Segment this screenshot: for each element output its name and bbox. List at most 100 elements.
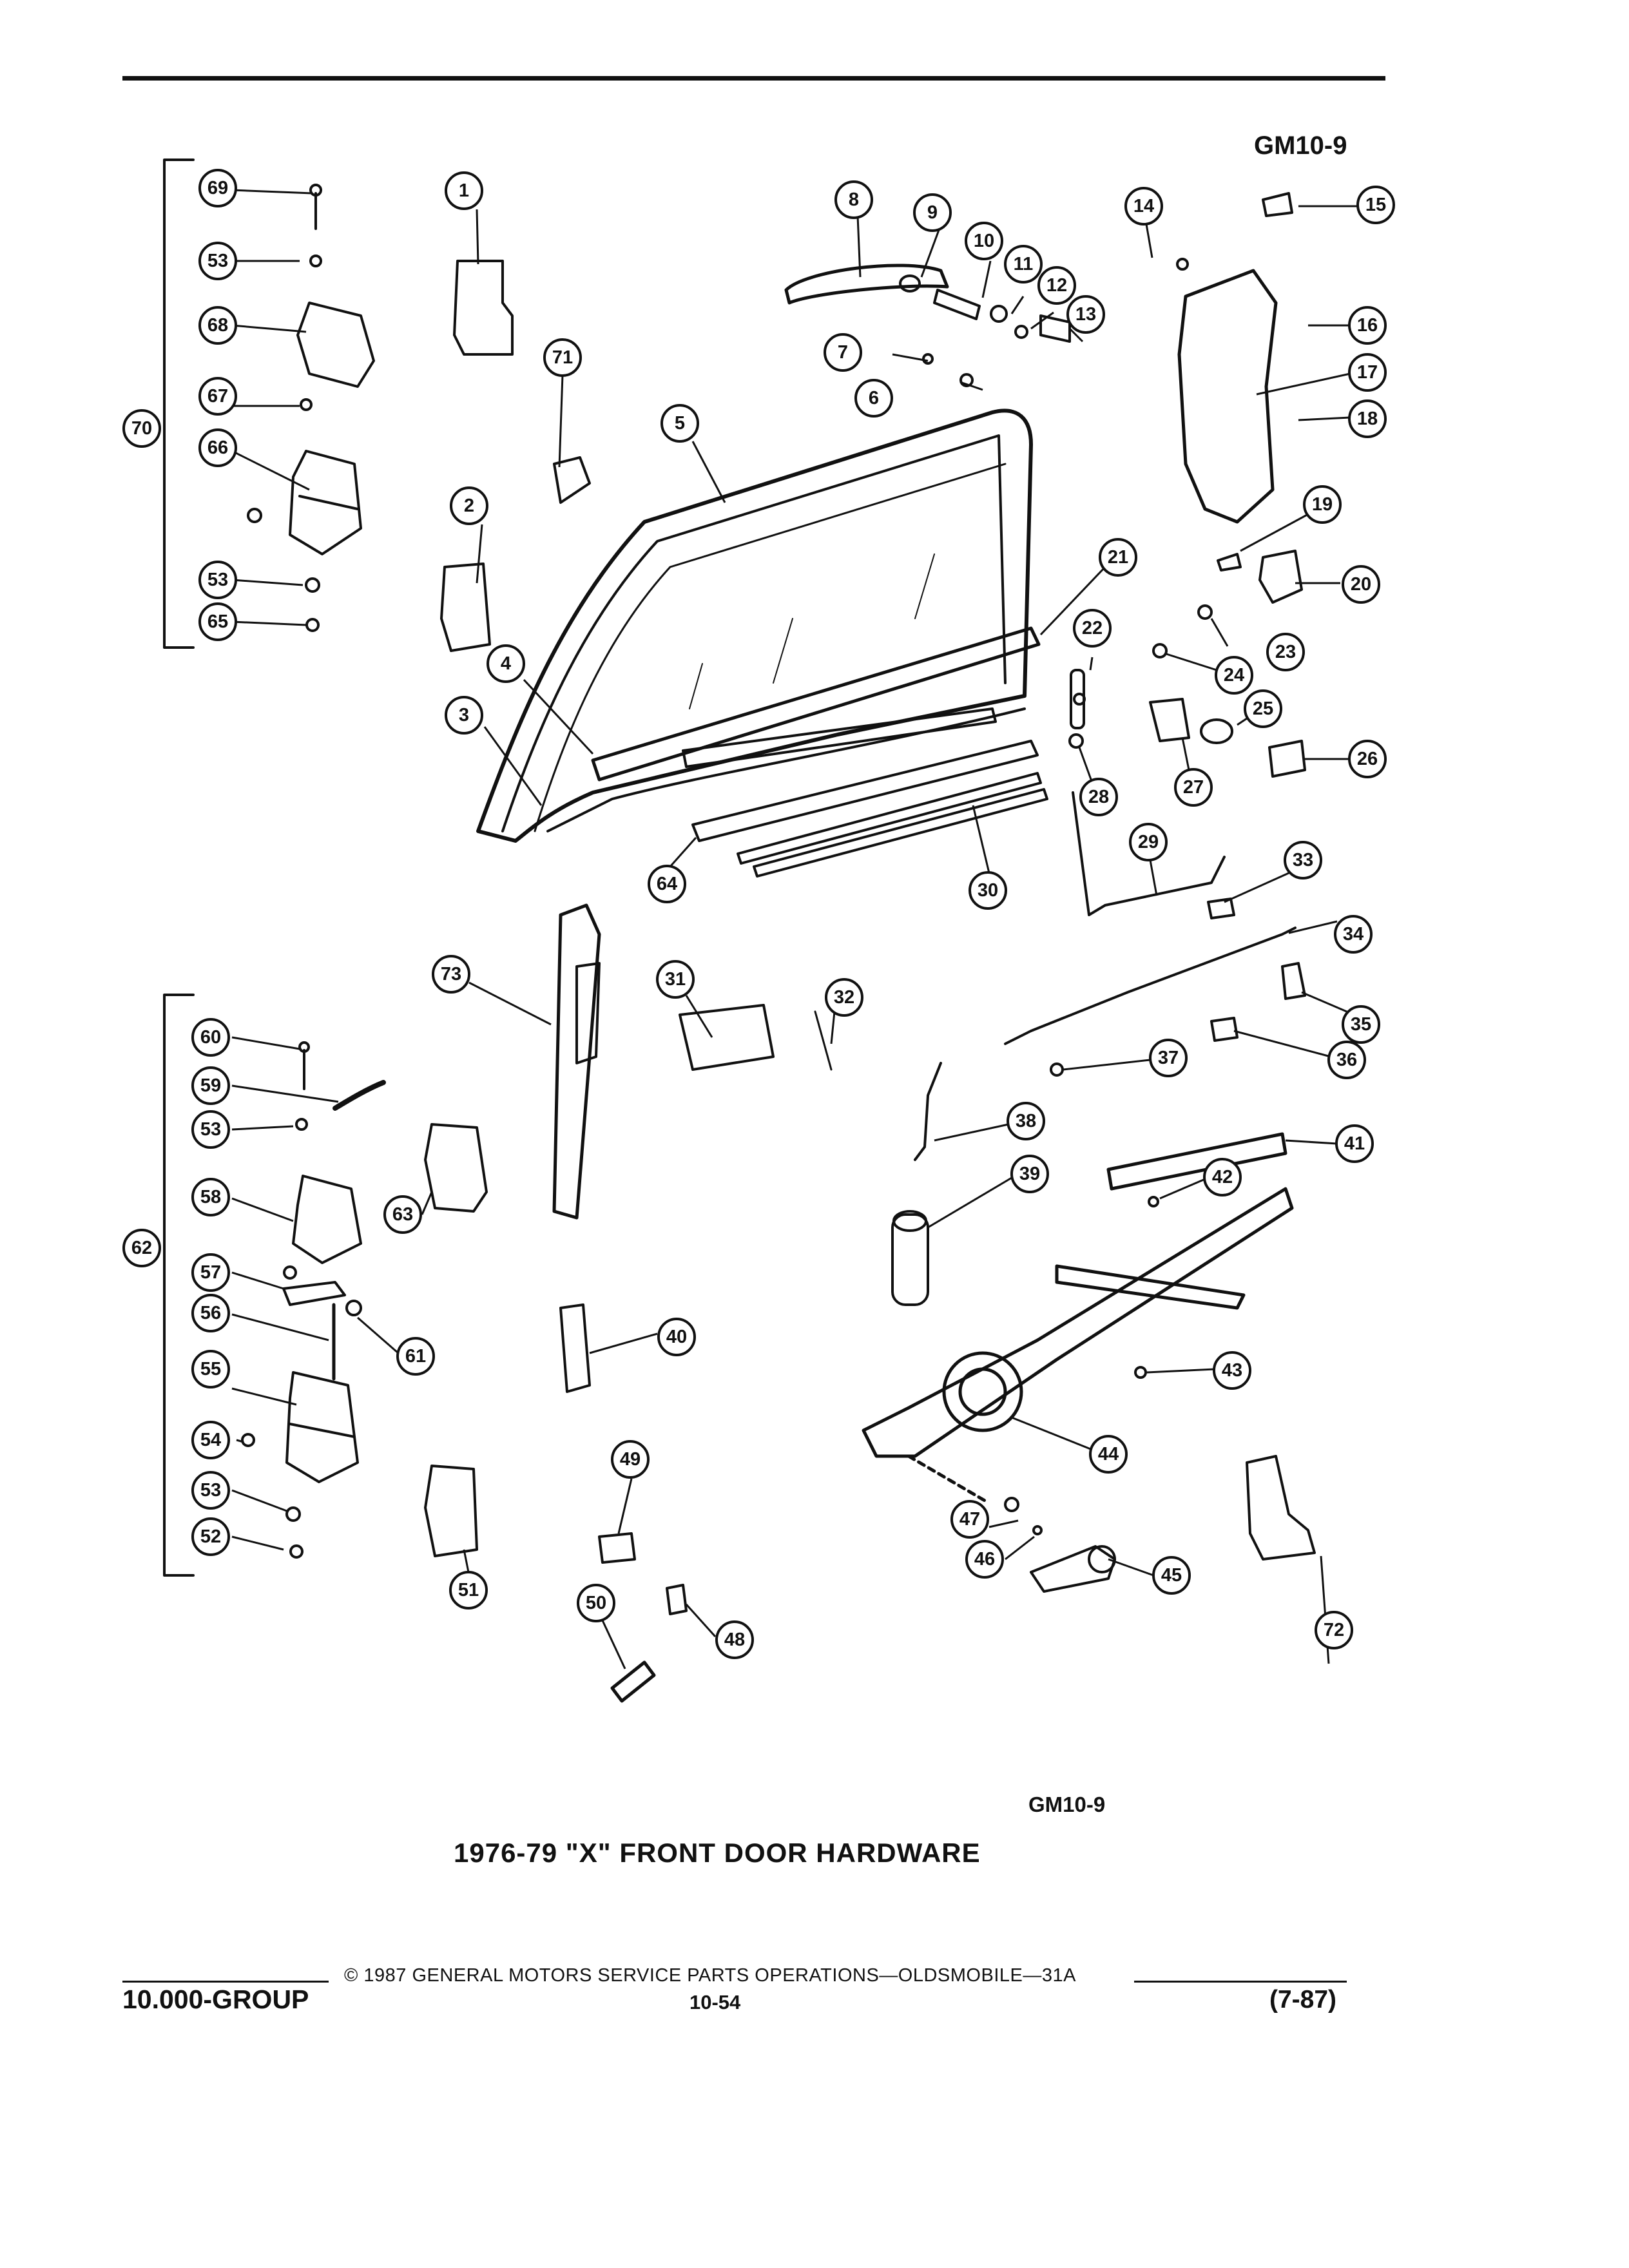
callout-number: 25 <box>1253 698 1273 719</box>
regulator-arm <box>1106 1132 1287 1191</box>
callout-12 <box>1037 266 1076 305</box>
figure-code-caption: GM10-9 <box>1028 1792 1106 1816</box>
callout-number: 14 <box>1133 196 1154 216</box>
callout-11 <box>1004 245 1043 284</box>
callout-18 <box>1348 399 1387 438</box>
callout-49 <box>611 1440 650 1479</box>
callout-36 <box>1327 1041 1366 1079</box>
callout-number: 49 <box>620 1449 641 1470</box>
lock-striker <box>679 1004 775 1071</box>
callout-number: 37 <box>1158 1048 1179 1068</box>
callout-1 <box>445 171 483 210</box>
callout-number: 27 <box>1183 777 1204 798</box>
callout-number: 61 <box>405 1346 426 1367</box>
callout-number: 62 <box>131 1238 152 1258</box>
callout-52 <box>191 1517 230 1556</box>
callout-38 <box>1007 1102 1045 1140</box>
callout-73 <box>432 955 470 994</box>
callout-4 <box>487 644 525 683</box>
window-crank <box>1030 1545 1116 1593</box>
callout-number: 31 <box>665 969 686 990</box>
callout-number: 42 <box>1212 1167 1233 1187</box>
callout-number: 15 <box>1365 195 1386 215</box>
callout-number: 51 <box>458 1580 479 1600</box>
callout-5 <box>660 404 699 443</box>
callout-number: 67 <box>207 386 228 407</box>
footer-rule-right <box>1134 1981 1347 1983</box>
callout-number: 5 <box>675 413 685 434</box>
callout-number: 8 <box>849 189 859 210</box>
callout-number: 46 <box>974 1549 995 1570</box>
callout-58 <box>191 1178 230 1216</box>
callout-30 <box>969 871 1007 910</box>
callout-28 <box>1079 778 1118 816</box>
callout-number: 57 <box>200 1262 221 1283</box>
callout-number: 53 <box>207 570 228 590</box>
roller-guide <box>559 1303 591 1393</box>
callout-number: 43 <box>1222 1360 1242 1381</box>
callout-number: 44 <box>1098 1444 1119 1465</box>
callout-number: 72 <box>1324 1620 1344 1640</box>
lock-rod-34 <box>1004 927 1296 1045</box>
plug-50 <box>610 1660 656 1703</box>
callout-number: 24 <box>1224 665 1244 686</box>
callout-56 <box>191 1294 230 1332</box>
callout-number: 26 <box>1357 749 1378 769</box>
callout-19 <box>1303 485 1342 524</box>
callout-number: 29 <box>1138 832 1159 852</box>
callout-10 <box>965 222 1003 260</box>
lock-rod-29 <box>1072 791 1226 916</box>
belt-weatherstrips <box>591 626 1048 878</box>
window-regulator <box>862 1187 1294 1503</box>
callout-54 <box>191 1421 230 1459</box>
callout-53d <box>191 1471 230 1510</box>
callout-number: 17 <box>1357 362 1378 383</box>
callout-57 <box>191 1253 230 1292</box>
callout-65 <box>198 602 237 641</box>
callout-number: 64 <box>657 874 677 894</box>
callout-number: 16 <box>1357 315 1378 336</box>
callout-61 <box>396 1337 435 1376</box>
hinge-strap-71 <box>553 456 591 504</box>
callout-number: 68 <box>207 315 228 336</box>
figure-code: GM10-9 <box>1254 131 1347 160</box>
callout-35 <box>1342 1005 1380 1044</box>
callout-68 <box>198 306 237 345</box>
callout-number: 33 <box>1293 850 1313 870</box>
callout-9 <box>913 193 952 232</box>
callout-number: 22 <box>1082 618 1103 639</box>
callout-number: 60 <box>200 1027 221 1048</box>
lower-hinge <box>282 1175 362 1483</box>
callout-24 <box>1215 656 1253 695</box>
callout-number: 19 <box>1312 494 1333 515</box>
callout-number: 7 <box>838 342 848 363</box>
callout-number: 38 <box>1016 1111 1036 1131</box>
hinge-plate-2 <box>440 562 491 652</box>
callout-45 <box>1152 1556 1191 1595</box>
revision-date: (7-87) <box>1269 1986 1337 2013</box>
remote-control <box>891 1213 929 1306</box>
callout-number: 11 <box>1014 254 1034 274</box>
regulator-channel <box>552 903 601 1220</box>
callout-number: 66 <box>207 437 228 458</box>
callout-50 <box>577 1584 615 1622</box>
callout-39 <box>1010 1155 1049 1193</box>
callout-71 <box>543 338 582 377</box>
callout-70 <box>122 409 161 448</box>
callout-number: 2 <box>464 495 474 516</box>
callout-number: 1 <box>459 180 469 201</box>
callout-42 <box>1203 1158 1242 1196</box>
copyright-notice: © 1987 GENERAL MOTORS SERVICE PARTS OPER… <box>344 1965 1076 1986</box>
callout-37 <box>1149 1039 1188 1077</box>
callout-number: 4 <box>501 653 511 674</box>
callout-21 <box>1099 538 1137 577</box>
callout-number: 45 <box>1161 1565 1182 1586</box>
hinge-plate-51 <box>424 1465 478 1557</box>
callout-number: 12 <box>1046 275 1067 296</box>
door-check <box>1246 1455 1316 1561</box>
callout-number: 20 <box>1351 574 1371 595</box>
callout-number: 55 <box>200 1359 221 1379</box>
callout-number: 9 <box>927 202 938 223</box>
